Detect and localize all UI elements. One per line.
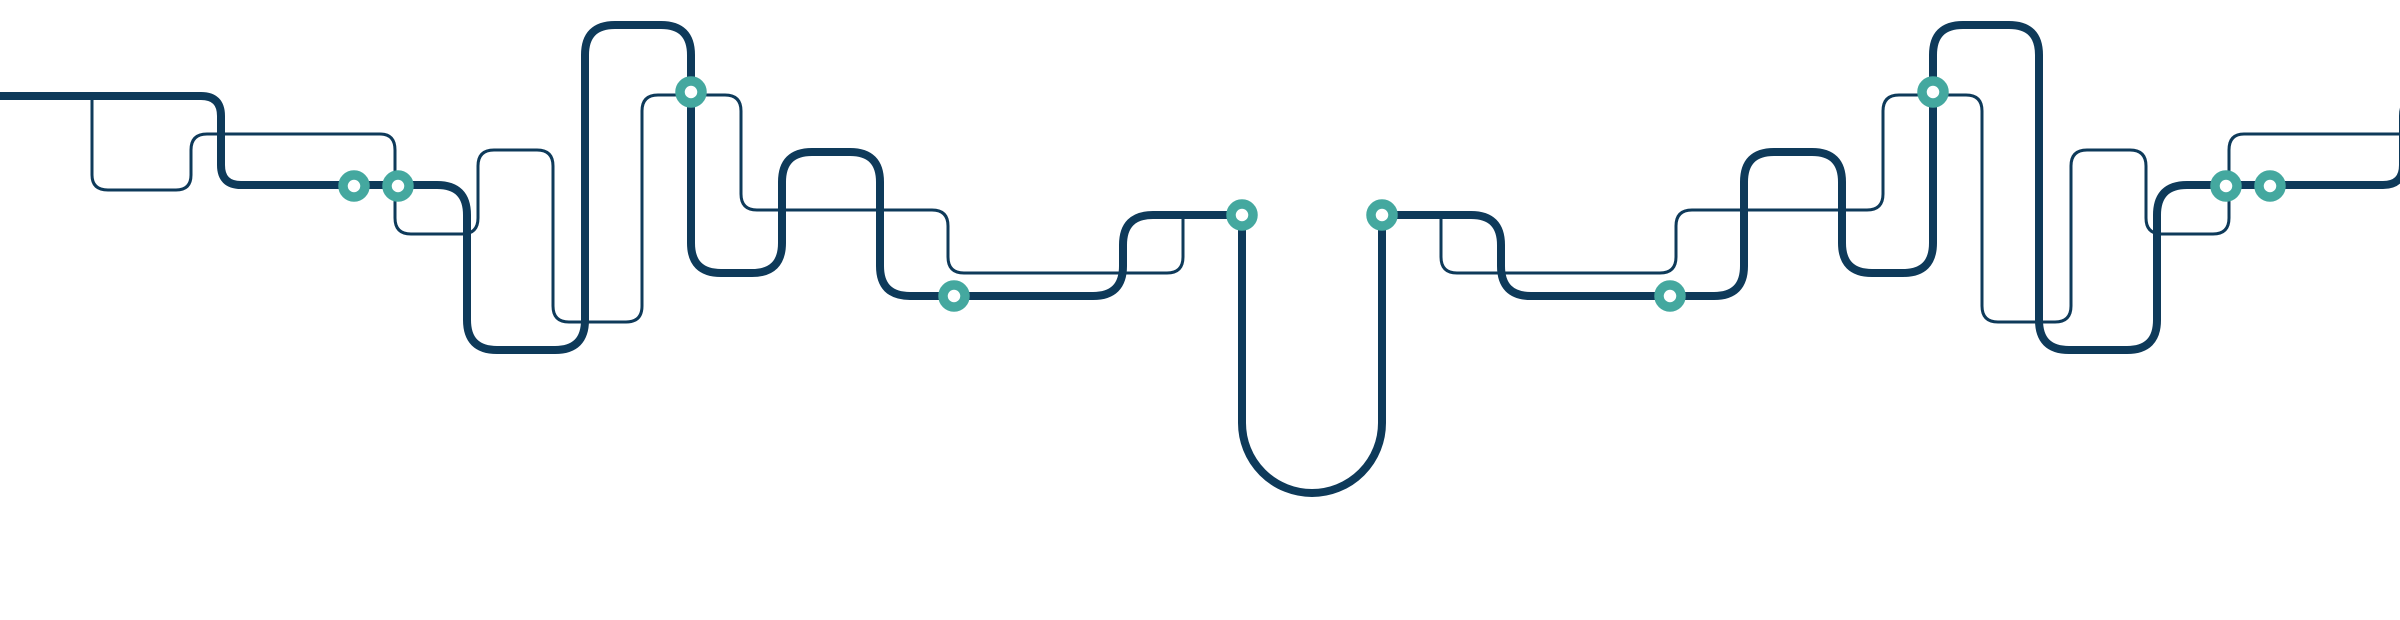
junction-nodes (338, 76, 2286, 312)
left-half (0, 21, 1313, 497)
junction-node (1654, 280, 1686, 312)
junction-node (382, 170, 414, 202)
thick-circuit-line-right (1312, 25, 2400, 493)
right-half (1312, 25, 2400, 493)
junction-node (2254, 170, 2286, 202)
thin-circuit-line-left (90, 93, 1185, 324)
junction-node (2210, 170, 2242, 202)
junction-node (1366, 199, 1398, 231)
junction-node (1226, 199, 1258, 231)
thin-circuit-line-right (1439, 93, 2400, 324)
thick-circuit-line-left (0, 21, 1313, 497)
junction-node (338, 170, 370, 202)
junction-node (1917, 76, 1949, 108)
junction-node (938, 280, 970, 312)
junction-node (675, 76, 707, 108)
